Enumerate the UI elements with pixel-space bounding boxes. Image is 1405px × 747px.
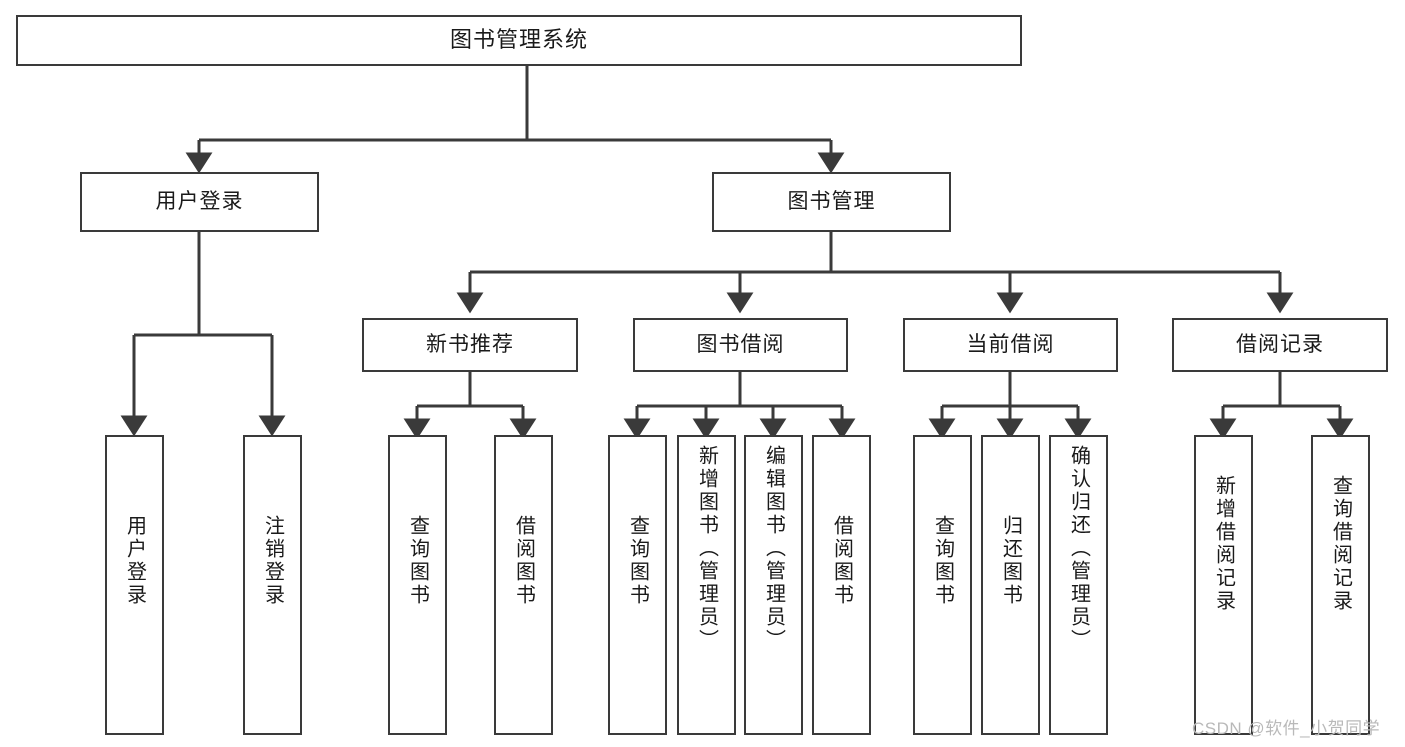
node-label: 借阅图书	[512, 515, 535, 607]
leaf-borrow-edit-book-admin[interactable]: 编辑图书（管理员）	[744, 435, 803, 735]
node-label: 当前借阅	[966, 333, 1055, 357]
node-label: 图书管理系统	[449, 27, 588, 53]
leaf-new-book-borrow-books[interactable]: 借阅图书	[494, 435, 553, 735]
node-label: 借阅图书	[830, 515, 853, 607]
node-label: 注销登录	[261, 515, 284, 607]
node-label: 新书推荐	[426, 333, 514, 357]
leaf-borrow-add-book-admin[interactable]: 新增图书（管理员）	[677, 435, 736, 735]
node-label: 查询图书	[626, 515, 649, 607]
node-user-login[interactable]: 用户登录	[80, 172, 319, 232]
node-current-borrowing[interactable]: 当前借阅	[903, 318, 1118, 372]
leaf-user-login-login[interactable]: 用户登录	[105, 435, 164, 735]
leaf-user-login-logout[interactable]: 注销登录	[243, 435, 302, 735]
leaf-current-query-books[interactable]: 查询图书	[913, 435, 972, 735]
node-label: 归还图书	[999, 515, 1022, 607]
leaf-record-add-borrow-record[interactable]: 新增借阅记录	[1194, 435, 1253, 735]
leaf-borrow-query-books[interactable]: 查询图书	[608, 435, 667, 735]
node-label: 用户登录	[155, 190, 244, 214]
node-label: 查询图书	[931, 515, 954, 607]
node-label: 用户登录	[123, 515, 146, 607]
node-label: 借阅记录	[1236, 333, 1324, 357]
node-label: 图书管理	[787, 190, 876, 214]
node-label: 查询图书	[406, 515, 429, 607]
leaf-record-query-borrow-record[interactable]: 查询借阅记录	[1311, 435, 1370, 735]
node-label: 新增借阅记录	[1212, 475, 1235, 613]
node-root-book-management-system[interactable]: 图书管理系统	[16, 15, 1022, 66]
node-label: 编辑图书（管理员）	[762, 445, 785, 652]
node-label: 新增图书（管理员）	[695, 445, 718, 652]
leaf-borrow-borrow-books[interactable]: 借阅图书	[812, 435, 871, 735]
node-borrowing-records[interactable]: 借阅记录	[1172, 318, 1388, 372]
node-book-borrowing[interactable]: 图书借阅	[633, 318, 848, 372]
leaf-current-confirm-return-admin[interactable]: 确认归还（管理员）	[1049, 435, 1108, 735]
node-book-management[interactable]: 图书管理	[712, 172, 951, 232]
node-new-book-recommendation[interactable]: 新书推荐	[362, 318, 578, 372]
leaf-new-book-query-books[interactable]: 查询图书	[388, 435, 447, 735]
leaf-current-return-books[interactable]: 归还图书	[981, 435, 1040, 735]
node-label: 图书借阅	[696, 333, 785, 357]
node-label: 查询借阅记录	[1329, 475, 1352, 613]
node-label: 确认归还（管理员）	[1067, 445, 1090, 652]
